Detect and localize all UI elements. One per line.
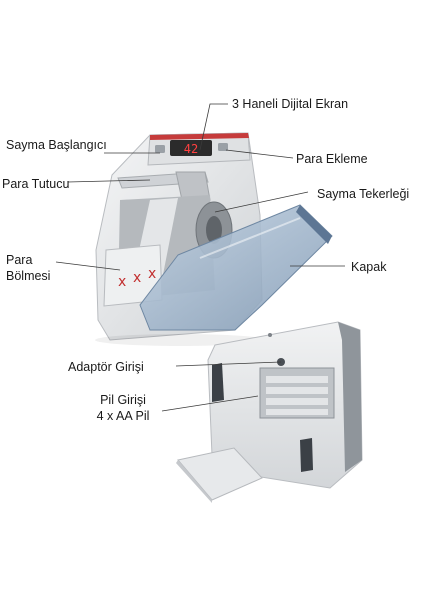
label-compartment-line1: Para xyxy=(6,253,33,267)
svg-text:x: x xyxy=(148,266,156,282)
svg-text:x: x xyxy=(118,274,126,290)
label-counting-wheel: Sayma Tekerleği xyxy=(317,187,410,201)
svg-text:x: x xyxy=(133,270,141,286)
battery-lid xyxy=(176,447,263,503)
label-money-holder: Para Tutucu xyxy=(2,177,70,191)
transparent-cover xyxy=(139,204,333,331)
label-battery-line2: 4 x AA Pil xyxy=(96,409,150,423)
label-digital-display: 3 Haneli Dijital Ekran xyxy=(232,97,349,111)
label-compartment-line2: Bölmesi xyxy=(6,269,51,283)
label-battery-line1: Pil Girişi xyxy=(100,393,146,407)
counter-device: 42 x x x xyxy=(95,132,333,346)
leader-lines xyxy=(55,103,345,412)
display-readout: 42 xyxy=(184,142,198,156)
label-adapter-input: Adaptör Girişi xyxy=(68,360,144,374)
label-cover: Kapak xyxy=(351,260,387,274)
start-button[interactable] xyxy=(155,145,165,153)
add-money-button[interactable] xyxy=(218,143,228,151)
label-add-money: Para Ekleme xyxy=(296,152,368,166)
label-counting-start: Sayma Başlangıcı xyxy=(6,138,107,152)
